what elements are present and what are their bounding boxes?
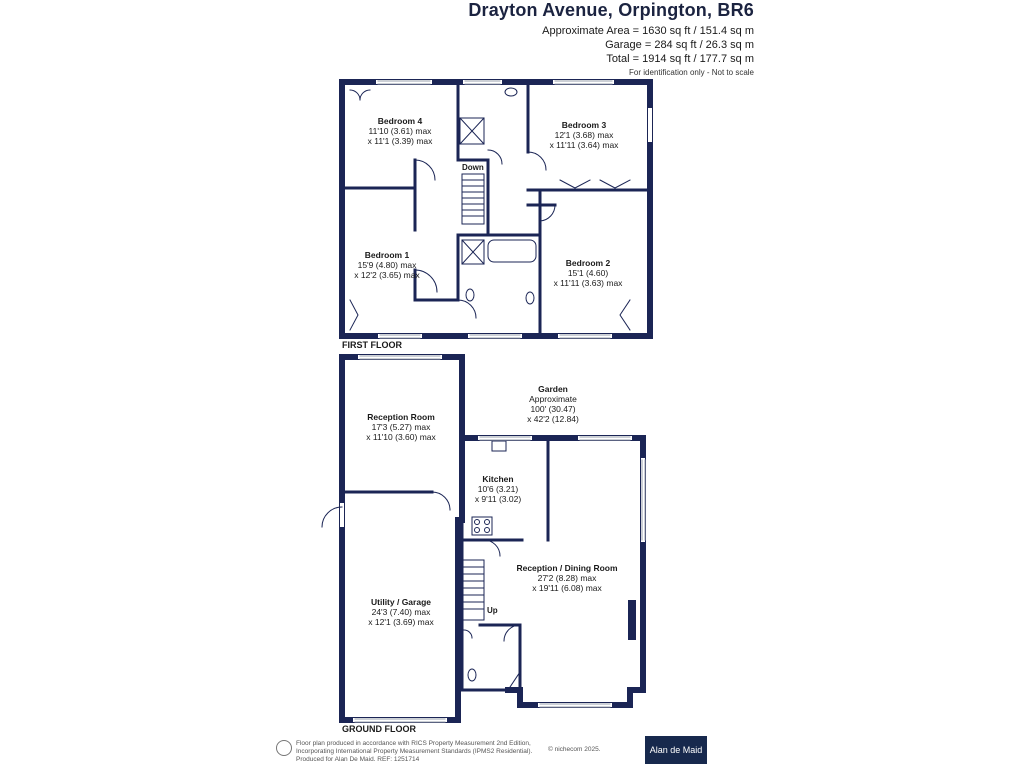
room-kitchen: Kitchen 10'6 (3.21) x 9'11 (3.02) (474, 474, 522, 504)
room-bedroom-1: Bedroom 1 15'9 (4.80) max x 12'2 (3.65) … (354, 250, 420, 280)
property-title: Drayton Avenue, Orpington, BR6 (468, 0, 754, 20)
ground-floor-label: GROUND FLOOR (342, 724, 416, 734)
garage-area: Garage = 284 sq ft / 26.3 sq m (605, 39, 754, 51)
copyright-text: © nichecom 2025. (548, 746, 601, 753)
scale-note: For identification only - Not to scale (629, 68, 754, 77)
rics-logo-icon (276, 740, 292, 756)
stairs-down-label: Down (462, 163, 484, 172)
first-floor-outline (339, 79, 653, 339)
footer-disclaimer: Floor plan produced in accordance with R… (296, 740, 533, 763)
first-floor-label: FIRST FLOOR (342, 340, 402, 350)
room-reception-dining: Reception / Dining Room 27'2 (8.28) max … (516, 563, 618, 593)
room-reception: Reception Room 17'3 (5.27) max x 11'10 (… (366, 412, 436, 442)
stairs-up-label: Up (487, 606, 498, 615)
room-utility-garage: Utility / Garage 24'3 (7.40) max x 12'1 … (368, 597, 434, 627)
room-bedroom-2: Bedroom 2 15'1 (4.60) x 11'11 (3.63) max (553, 258, 623, 288)
total-area: Total = 1914 sq ft / 177.7 sq m (606, 53, 754, 65)
area-garden: Garden Approximate 100' (30.47) x 42'2 (… (527, 384, 579, 424)
room-bedroom-4: Bedroom 4 11'10 (3.61) max x 11'1 (3.39)… (367, 116, 433, 146)
agent-brand-logo: Alan de Maid (645, 736, 707, 764)
approx-area: Approximate Area = 1630 sq ft / 151.4 sq… (542, 25, 754, 37)
room-bedroom-3: Bedroom 3 12'1 (3.68) max x 11'11 (3.64)… (549, 120, 619, 150)
